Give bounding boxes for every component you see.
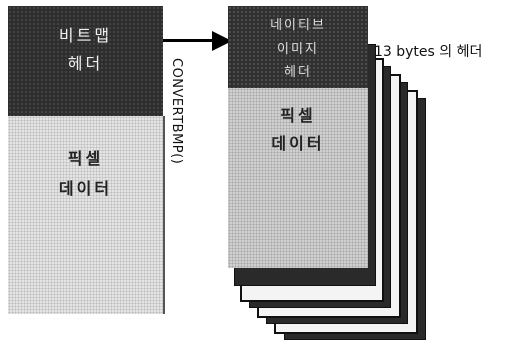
native-pixel-label-line1: 픽셀 bbox=[228, 102, 368, 126]
bitmap-header-label-line2: 헤더 bbox=[8, 50, 163, 74]
native-header-label-line3: 헤더 bbox=[228, 61, 368, 80]
bitmap-header-label-line1: 비트맵 bbox=[8, 22, 163, 46]
convert-function-label: CONVERTBMP() bbox=[169, 58, 184, 164]
header-size-label: 13 bytes 의 헤더 bbox=[374, 41, 482, 61]
arrow-line bbox=[163, 39, 215, 42]
native-pixel-label-line2: 데이터 bbox=[228, 130, 368, 154]
native-header-label-line1: 네이티브 bbox=[228, 14, 368, 33]
bitmap-pixel-label-line2: 데이터 bbox=[8, 175, 163, 199]
bitmap-pixel-label-line1: 픽셀 bbox=[8, 145, 163, 169]
native-header-label-line2: 이미지 bbox=[228, 38, 368, 57]
